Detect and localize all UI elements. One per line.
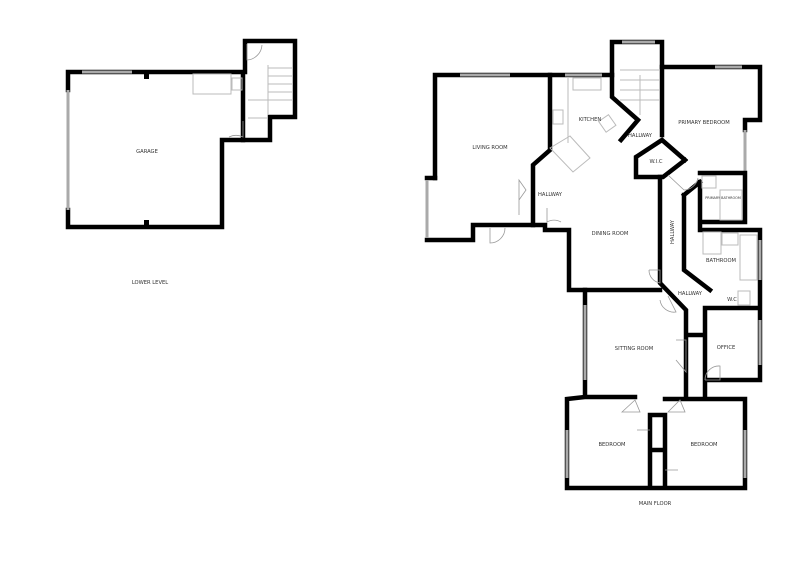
room-label-bedroom: BEDROOM [598,442,625,448]
wic-walls [633,137,689,180]
room-label-living-room: LIVING ROOM [472,145,507,151]
wall [424,175,663,293]
room-label-kitchen: KITCHEN [579,117,602,123]
garage-post [144,220,149,227]
room-label-garage: GARAGE [136,149,158,155]
room-label-wc: W.C [727,297,737,303]
door[interactable] [620,399,686,471]
door[interactable] [704,365,721,381]
room-label-hallway: HALLWAY [628,133,653,139]
wall [564,287,748,491]
stair-walls [240,38,298,143]
room-label-dining-room: DINING ROOM [592,231,629,237]
room-label-wic: W.I.C [650,159,663,165]
room-label-sitting-room: SITTING ROOM [615,346,653,352]
door[interactable] [228,121,244,138]
main-floor-plan: LIVING ROOM KITCHEN HALLWAY PRIMARY BEDR… [424,39,763,507]
door[interactable] [659,295,677,313]
wall [657,170,763,400]
level-title-lower: LOWER LEVEL [132,280,168,286]
door[interactable] [518,178,527,215]
stairs [192,65,292,119]
door[interactable] [246,44,263,61]
room-label-bathroom: BATHROOM [706,258,736,264]
room-label-hallway: HALLWAY [678,291,703,297]
lower-level-plan: GARAGE LOWER LEVEL [65,38,298,286]
door[interactable] [489,227,506,244]
room-label-primary-bathroom: PRIMARY BATHROOM [705,196,741,200]
room-label-bedroom: BEDROOM [690,442,717,448]
level-title-main: MAIN FLOOR [639,501,672,507]
room-label-primary-bedroom: PRIMARY BEDROOM [678,120,729,126]
room-label-hallway: HALLWAY [538,192,563,198]
wall [530,72,553,228]
living-room-walls [432,39,763,181]
garage-post [144,72,149,79]
fixtures [549,69,758,306]
door[interactable] [675,339,687,374]
door[interactable] [648,269,661,284]
wall [609,72,642,144]
door[interactable] [546,208,562,223]
door[interactable] [667,174,699,191]
room-label-hallway: HALLWAY [670,219,676,244]
room-label-office: OFFICE [717,345,735,351]
